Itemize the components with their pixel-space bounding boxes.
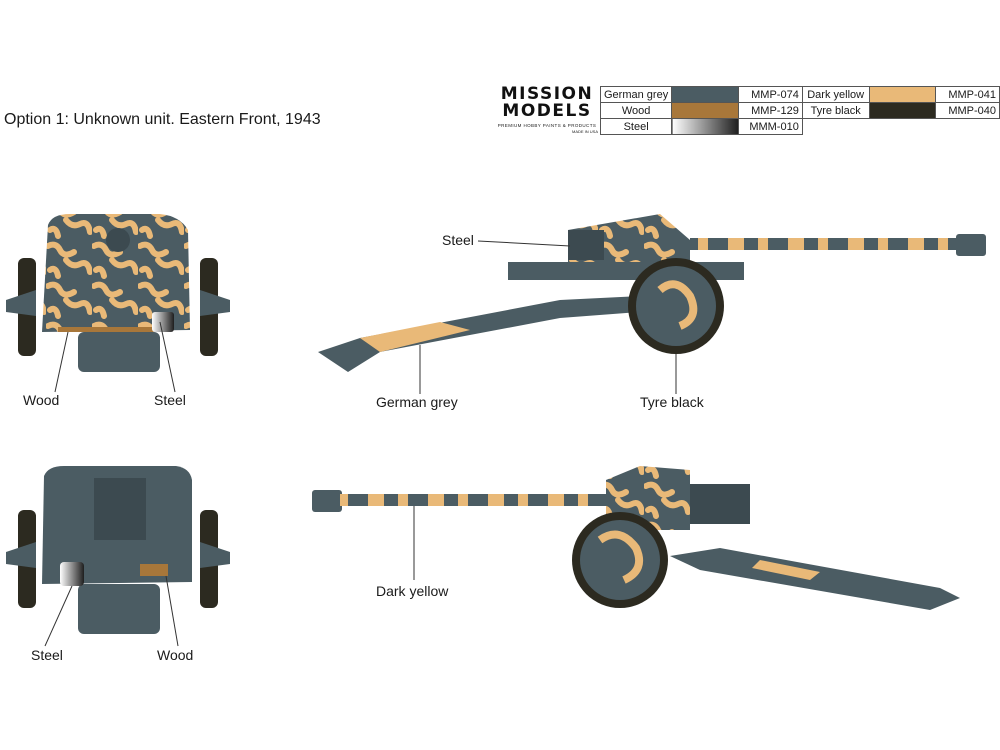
rear-breech (94, 478, 146, 540)
side-muzzle-brake (956, 234, 986, 256)
callout-front-steel: Steel (154, 392, 186, 408)
side2-muzzle-brake (312, 490, 342, 512)
callout-side-tyre-black: Tyre black (640, 394, 704, 410)
paint-code-german-grey: MMP-074 (737, 86, 803, 103)
paint-name-steel: Steel (599, 118, 673, 135)
paint-row-1: German grey MMP-074 Dark yellow MMP-041 (599, 86, 1000, 103)
brand-tagline: PREMIUM HOBBY PAINTS & PRODUCTS (497, 123, 597, 128)
side2-breech (690, 484, 750, 524)
side-barrel (690, 238, 960, 250)
callout-front-wood: Wood (23, 392, 60, 408)
paint-code-wood: MMP-129 (737, 102, 803, 119)
brand-line-2: MODELS (502, 101, 592, 121)
paint-code-tyre-black: MMP-040 (934, 102, 1000, 119)
callout-side2-dark-yellow: Dark yellow (376, 583, 449, 599)
callout-rear-steel: Steel (31, 647, 63, 663)
front-shield (42, 214, 190, 332)
paint-code-dark-yellow: MMP-041 (934, 86, 1000, 103)
front-view (6, 214, 230, 393)
paint-row-3: Steel MMM-010 (599, 118, 1000, 135)
paint-name-tyre-black: Tyre black (801, 102, 870, 119)
callout-side-steel: Steel (442, 232, 474, 248)
rear-wood-part (140, 564, 168, 576)
swatch-steel (671, 118, 739, 135)
rear-view (6, 466, 230, 647)
option-title: Option 1: Unknown unit. Eastern Front, 1… (4, 111, 321, 128)
front-wood-part (58, 327, 170, 332)
swatch-tyre-black (868, 102, 936, 119)
callout-side-german-grey: German grey (376, 394, 458, 410)
brand-sub: MADE IN USA (571, 129, 598, 134)
side2-trail (670, 548, 960, 610)
paint-legend-table: German grey MMP-074 Dark yellow MMP-041 … (599, 86, 1000, 135)
side-steel-part (568, 230, 604, 260)
callout-rear-wood: Wood (157, 647, 194, 663)
side-view-left (318, 214, 986, 394)
paint-name-wood: Wood (599, 102, 673, 119)
front-muzzle (106, 228, 130, 252)
front-steel-part (152, 312, 174, 332)
brand-line-1: MISSION (500, 84, 594, 104)
rear-trails (78, 584, 160, 634)
front-trails (78, 332, 160, 372)
rear-steel-part (60, 562, 84, 586)
side-view-right (312, 466, 960, 610)
paint-code-steel: MMM-010 (737, 118, 803, 135)
brand-logo: MISSION MODELS PREMIUM HOBBY PAINTS & PR… (496, 84, 598, 135)
side2-barrel (340, 494, 610, 506)
side-trail (318, 296, 640, 372)
swatch-dark-yellow (868, 86, 936, 103)
